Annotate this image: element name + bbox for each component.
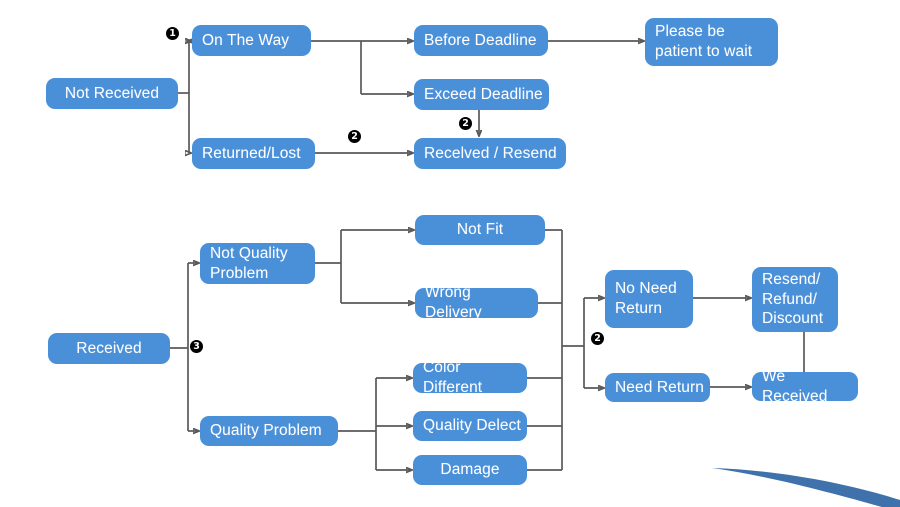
- node-on-the-way[interactable]: On The Way: [192, 25, 311, 56]
- node-exceed-deadline[interactable]: Exceed Deadline: [414, 79, 549, 110]
- node-color-different[interactable]: Color Different: [413, 359, 527, 396]
- step-marker-2-return-split: 2: [591, 332, 604, 345]
- step-marker-3-received: 3: [190, 340, 203, 353]
- node-please-be-patient[interactable]: Please be patient to wait: [645, 18, 778, 66]
- node-no-need-return[interactable]: No Need Return: [605, 270, 693, 328]
- node-quality-delect[interactable]: Quality Delect: [413, 411, 527, 441]
- node-received-resend[interactable]: Recelved / Resend: [414, 138, 566, 169]
- node-we-received[interactable]: We Received: [752, 368, 858, 405]
- node-damage[interactable]: Damage: [413, 455, 527, 485]
- node-resend-refund-discount[interactable]: Resend/ Refund/ Discount: [752, 267, 838, 332]
- node-received[interactable]: Received: [48, 333, 170, 364]
- node-wrong-delivery[interactable]: Wrong Delivery: [415, 284, 538, 321]
- node-not-quality-problem[interactable]: Not Quality Problem: [200, 243, 315, 284]
- step-marker-1: 1: [166, 27, 179, 40]
- decorative-swoosh: [712, 468, 900, 507]
- step-marker-2-exceed: 2: [459, 117, 472, 130]
- node-returned-lost[interactable]: Returned/Lost: [192, 138, 315, 169]
- node-before-deadline[interactable]: Before Deadline: [414, 25, 548, 56]
- step-marker-2-returned: 2: [348, 130, 361, 143]
- node-not-fit[interactable]: Not Fit: [415, 215, 545, 245]
- node-not-received[interactable]: Not Received: [46, 78, 178, 109]
- node-need-return[interactable]: Need Return: [605, 373, 710, 402]
- node-quality-problem[interactable]: Quality Problem: [200, 416, 338, 446]
